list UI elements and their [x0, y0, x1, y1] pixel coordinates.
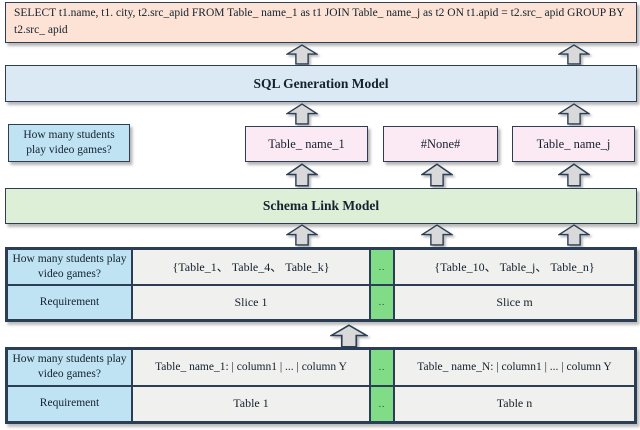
sql-generation-model-box: SQL Generation Model — [5, 65, 637, 102]
link-output-box-table-name-1: Table_ name_1 — [245, 126, 368, 162]
sql-query-box: SELECT t1.name, t1. city, t2.src_apid FR… — [5, 2, 637, 43]
slice-table-question-cell: How many students play video games? — [7, 249, 132, 285]
slice-table: How many students play video games? {Tab… — [5, 247, 637, 322]
link-output-box-none: #None# — [383, 126, 498, 162]
schema-table-question-cell: How many students play video games? — [7, 349, 132, 386]
up-arrow-icon — [558, 103, 590, 125]
up-arrow-icon — [286, 163, 318, 187]
up-arrow-icon — [558, 224, 590, 246]
sql-query-text: SELECT t1.name, t1. city, t2.src_apid FR… — [14, 7, 625, 37]
schema-table-columns-left-cell: Table_ name_1: | column1 | ... | column … — [132, 349, 370, 386]
schema-table-columns-right-cell: Table_ name_N: | column1 | ... | column … — [394, 349, 635, 386]
slice-m-cell: Slice m — [394, 284, 635, 320]
up-arrow-icon — [286, 44, 318, 65]
sql-generation-model-label: SQL Generation Model — [253, 75, 389, 91]
schema-table-ellipsis-cell: .. — [370, 349, 394, 386]
link-output-box-table-name-j: Table_ name_j — [512, 126, 635, 162]
table-1-cell: Table 1 — [132, 385, 370, 422]
up-arrow-icon — [421, 224, 453, 246]
up-arrow-icon — [330, 324, 368, 348]
question-box: How many students play video games? — [8, 124, 130, 162]
up-arrow-icon — [558, 163, 590, 187]
link-output-label: Table_ name_1 — [268, 136, 345, 151]
up-arrow-icon — [286, 103, 318, 125]
slice-table-ellipsis-cell: .. — [370, 249, 394, 285]
link-output-label: Table_ name_j — [536, 136, 611, 151]
question-text: How many students play video games? — [23, 129, 115, 156]
up-arrow-icon — [421, 163, 453, 187]
slice-table-candidates-left-cell: {Table_1、 Table_4、 Table_k} — [132, 249, 370, 285]
link-output-label: #None# — [420, 136, 461, 151]
schema-link-model-label: Schema Link Model — [262, 198, 380, 213]
slice-table-requirement-cell: Requirement — [7, 284, 132, 320]
schema-link-model-box: Schema Link Model — [5, 188, 637, 224]
schema-table-requirement-cell: Requirement — [7, 385, 132, 422]
slice-1-cell: Slice 1 — [132, 284, 370, 320]
slice-table-candidates-right-cell: {Table_10、 Table_j、 Table_n} — [394, 249, 635, 285]
table-n-cell: Table n — [394, 385, 635, 422]
up-arrow-icon — [558, 44, 590, 65]
schema-table-ellipsis-cell: .. — [370, 385, 394, 422]
slice-table-ellipsis-cell: .. — [370, 284, 394, 320]
up-arrow-icon — [286, 224, 318, 246]
schema-table: How many students play video games? Tabl… — [5, 347, 637, 424]
